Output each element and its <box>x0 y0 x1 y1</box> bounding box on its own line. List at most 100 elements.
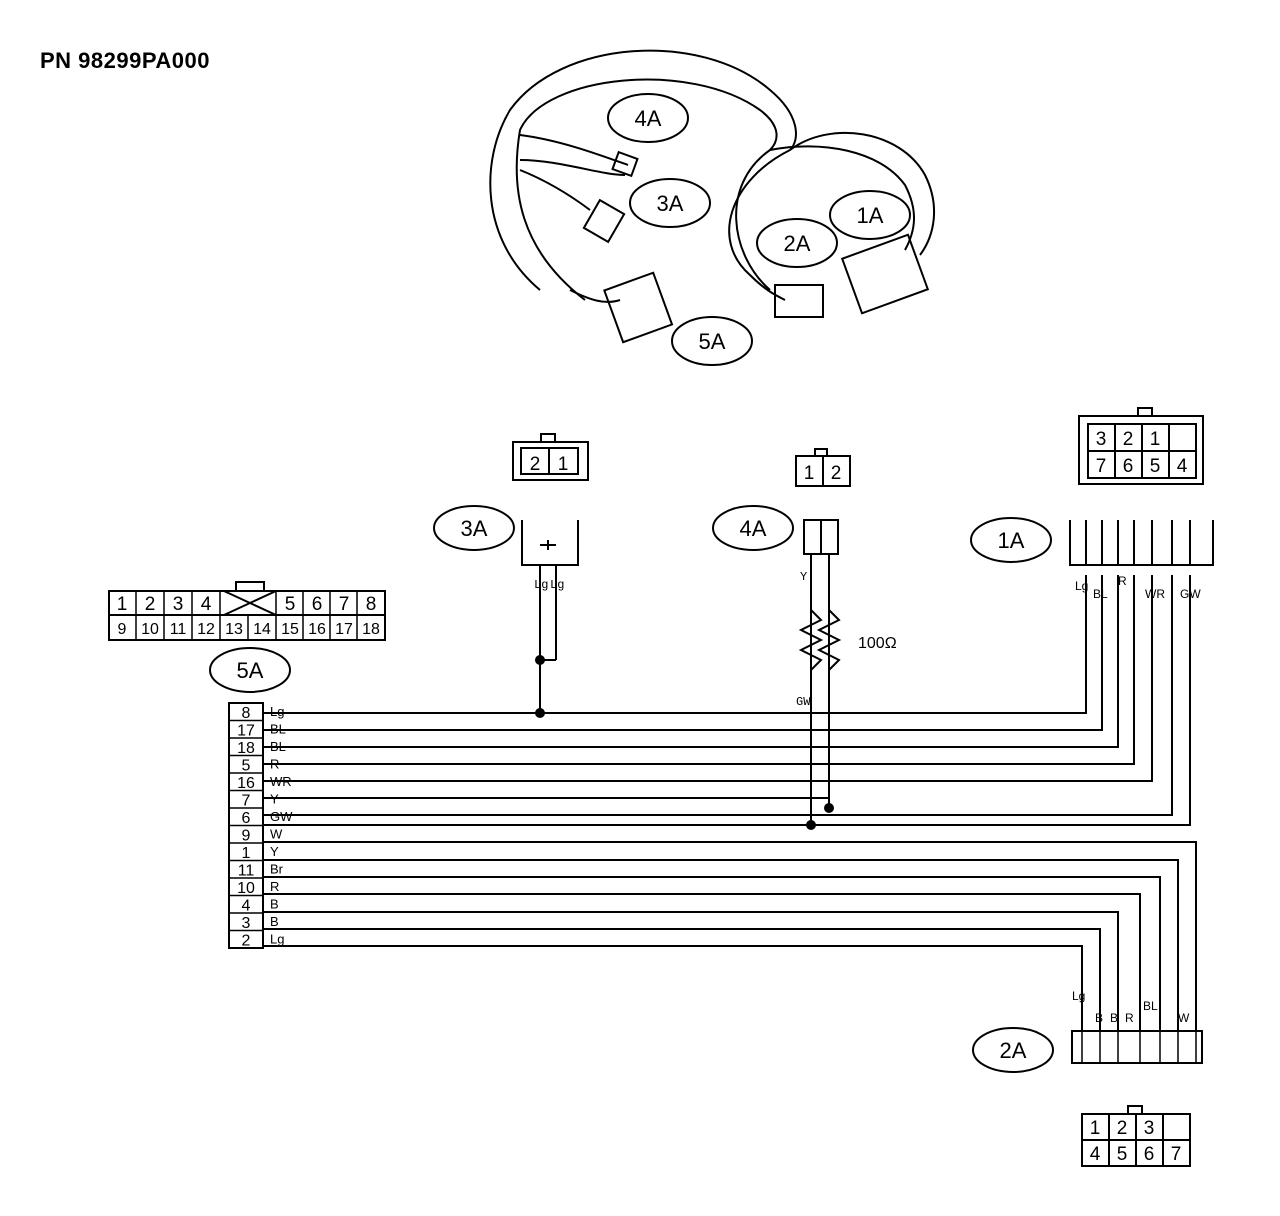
pin-5A-number: 1 <box>242 845 251 862</box>
wire-5A-label: GW <box>270 809 293 824</box>
callout-2A-label: 2A <box>784 231 811 256</box>
callout-5A <box>671 316 753 366</box>
connector-5A-pin: 14 <box>253 621 271 638</box>
connector-5A-pin: 10 <box>141 621 159 638</box>
connector-5A-face <box>108 581 386 641</box>
schematic-5A-bubble <box>209 647 291 693</box>
connector-5A-pin: 12 <box>197 621 215 638</box>
schematic-2A-label: 2A <box>1000 1038 1027 1063</box>
callout-3A <box>629 178 711 228</box>
callout-4A-label: 4A <box>635 106 662 131</box>
wire-4A-label: Y <box>800 570 807 584</box>
wire-5A-label: B <box>270 914 279 929</box>
schematic-4A-bubble <box>712 505 794 551</box>
wire <box>263 893 1141 1031</box>
connector-1A-pin: 3 <box>1096 429 1107 450</box>
connector-5A-pin: 9 <box>118 621 127 638</box>
wires-1A <box>1085 520 1191 565</box>
connector-5A-pin: 3 <box>173 594 184 615</box>
connector-5A-pin: 18 <box>362 621 380 638</box>
schematic-5A-label: 5A <box>237 658 264 683</box>
wire <box>263 911 1119 1031</box>
connector-5A-grid <box>135 591 358 640</box>
wire <box>263 841 1197 1031</box>
connector-2A-pin: 3 <box>1144 1118 1155 1139</box>
wire-1A-label: WR <box>1145 587 1165 601</box>
connector-2A-pin: 6 <box>1144 1144 1155 1165</box>
pin-5A-number: 10 <box>237 880 255 897</box>
wire-5A-label: Br <box>270 862 284 877</box>
connector-5A-pin: 11 <box>170 621 187 638</box>
harness-callouts <box>607 93 911 366</box>
connector-1A-pin: 1 <box>1150 429 1161 450</box>
pin-5A-number: 4 <box>242 898 251 915</box>
junction-dot <box>535 708 545 718</box>
callout-1A <box>829 190 911 240</box>
wire <box>263 876 1161 1031</box>
connector-4A-pin: 1 <box>804 463 815 484</box>
wire-3A-label: Lg <box>534 578 548 592</box>
connector-2A-pin: 5 <box>1117 1144 1128 1165</box>
connector-1A-pin: 6 <box>1123 456 1134 477</box>
connector-4A-face <box>795 448 851 487</box>
schematic-2A-bubble <box>972 1027 1054 1073</box>
wire-3A-label: Lg <box>550 578 564 592</box>
wire <box>263 575 1103 731</box>
pin-5A-number: 6 <box>242 810 251 827</box>
pin-5A-number: 3 <box>242 915 251 932</box>
connector-2A-face <box>1081 1105 1191 1167</box>
resistor-value: 100Ω <box>858 635 897 652</box>
connector-3A-pin: 1 <box>558 454 569 475</box>
connector-5A-pin: 15 <box>281 621 299 638</box>
pin-5A-number: 16 <box>237 775 255 792</box>
connector-2A-pin: 2 <box>1117 1118 1128 1139</box>
wire-5A-label: Lg <box>270 932 284 947</box>
connector-2A-body <box>1071 1030 1203 1064</box>
wire <box>263 575 1135 765</box>
connector-1A-pin: 5 <box>1150 456 1161 477</box>
wire <box>263 945 1083 1031</box>
connector-5A-pin: 1 <box>117 594 128 615</box>
junction-dot <box>824 803 834 813</box>
connector-5A-pin: 2 <box>145 594 156 615</box>
connector-1A-face <box>1078 407 1204 485</box>
wire <box>263 575 1087 714</box>
callout-2A <box>756 218 838 268</box>
schematic-3A-label: 3A <box>461 516 488 541</box>
connector-5A-pin: 8 <box>366 594 377 615</box>
schematic-callouts <box>209 505 1054 1073</box>
wire-bundle <box>263 575 1197 1063</box>
pin-5A-number: 5 <box>242 758 251 775</box>
connector-5A-pin: 6 <box>312 594 323 615</box>
wire-2A-label: BL <box>1143 999 1158 1013</box>
connector-3A-pin: 2 <box>530 454 541 475</box>
wire <box>263 859 1179 1031</box>
pin-5A-number: 7 <box>242 793 251 810</box>
connector-2A-pin: 4 <box>1090 1144 1101 1165</box>
connector-5A-pin: 16 <box>308 621 326 638</box>
wire-5A-label: W <box>270 827 283 842</box>
connector-3A-body <box>521 520 579 715</box>
connector-1A-pin: 2 <box>1123 429 1134 450</box>
connector-1A-pin: 4 <box>1177 456 1188 477</box>
pin-5A-number: 8 <box>242 705 251 722</box>
wire <box>263 928 1101 1031</box>
connector-3A-face <box>512 433 589 481</box>
wire-2A-label: W <box>1178 1011 1190 1025</box>
wire-5A-label: Y <box>270 844 279 859</box>
junction-dot <box>535 655 545 665</box>
wire <box>263 575 1191 826</box>
connector-5A-pin: 4 <box>201 594 212 615</box>
schematic-4A-label: 4A <box>740 516 767 541</box>
pin-5A-number: 17 <box>237 723 255 740</box>
part-number: PN 98299PA000 <box>40 48 210 73</box>
connector-5A-pin: 5 <box>285 594 296 615</box>
wire <box>263 575 1173 816</box>
pin-5A-number: 2 <box>242 933 251 950</box>
connector-5A-pin: 7 <box>339 594 350 615</box>
wire-5A-label: R <box>270 879 279 894</box>
wire-1A-label: R <box>1118 574 1127 588</box>
wire-1A-label: BL <box>1093 587 1108 601</box>
connector-5A-pin: 13 <box>225 621 243 638</box>
